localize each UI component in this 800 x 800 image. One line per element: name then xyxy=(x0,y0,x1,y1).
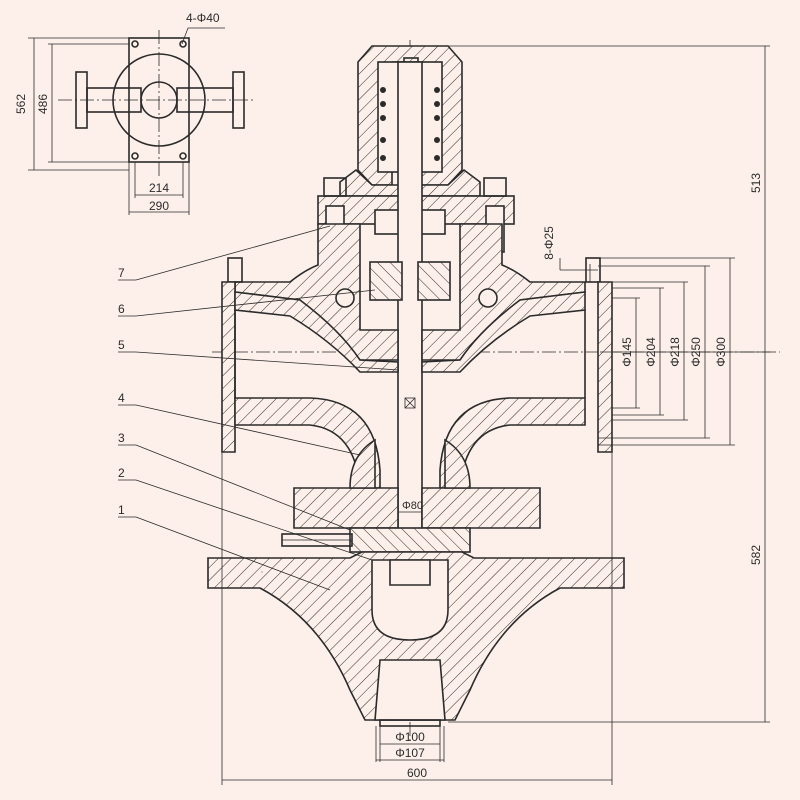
main-section-view: 7 6 5 4 3 2 1 513 582 xyxy=(118,40,780,785)
part-label-7: 7 xyxy=(118,266,125,280)
part-label-1: 1 xyxy=(118,503,125,517)
part-label-4: 4 xyxy=(118,391,125,405)
dia-80: Φ80 xyxy=(402,500,423,512)
bolt-head xyxy=(323,177,347,197)
bolt-holes-label: 4-Φ40 xyxy=(186,11,220,25)
dia-250: Φ250 xyxy=(689,337,703,367)
part-label-6: 6 xyxy=(118,302,125,316)
packing-right xyxy=(417,261,451,301)
dia-300: Φ300 xyxy=(714,337,728,367)
bolt-hole xyxy=(179,152,187,160)
dim-513: 513 xyxy=(749,173,763,193)
dim-600: 600 xyxy=(407,766,427,780)
packing-left xyxy=(369,261,403,301)
part-label-2: 2 xyxy=(118,466,125,480)
dia-145: Φ145 xyxy=(620,337,634,367)
dim-290: 290 xyxy=(149,199,169,213)
dim-214: 214 xyxy=(149,181,169,195)
dia-107: Φ107 xyxy=(395,746,425,760)
valve-stem xyxy=(397,61,423,583)
bolt-hole xyxy=(131,152,139,160)
part-label-5: 5 xyxy=(118,338,125,352)
flange-diameter-dimensions xyxy=(598,257,735,446)
seat-plate xyxy=(349,527,471,553)
bolt-hole xyxy=(131,40,139,48)
dia-100: Φ100 xyxy=(395,730,425,744)
bottom-dimensions xyxy=(221,452,613,785)
top-view-flange-circle xyxy=(112,53,206,147)
dim-562: 562 xyxy=(14,94,28,114)
flange-holes-label: 8-Φ25 xyxy=(542,226,556,260)
dia-204: Φ204 xyxy=(644,337,658,367)
part-label-3: 3 xyxy=(118,431,125,445)
top-view: 4-Φ40 562 486 214 290 xyxy=(14,11,255,215)
part-leaders xyxy=(118,225,399,591)
dia-218: Φ218 xyxy=(668,337,682,367)
dim-486: 486 xyxy=(36,94,50,114)
bolt-head xyxy=(483,177,507,197)
dim-582: 582 xyxy=(749,545,763,565)
spring-coils xyxy=(380,87,440,161)
height-dimensions xyxy=(448,45,770,723)
